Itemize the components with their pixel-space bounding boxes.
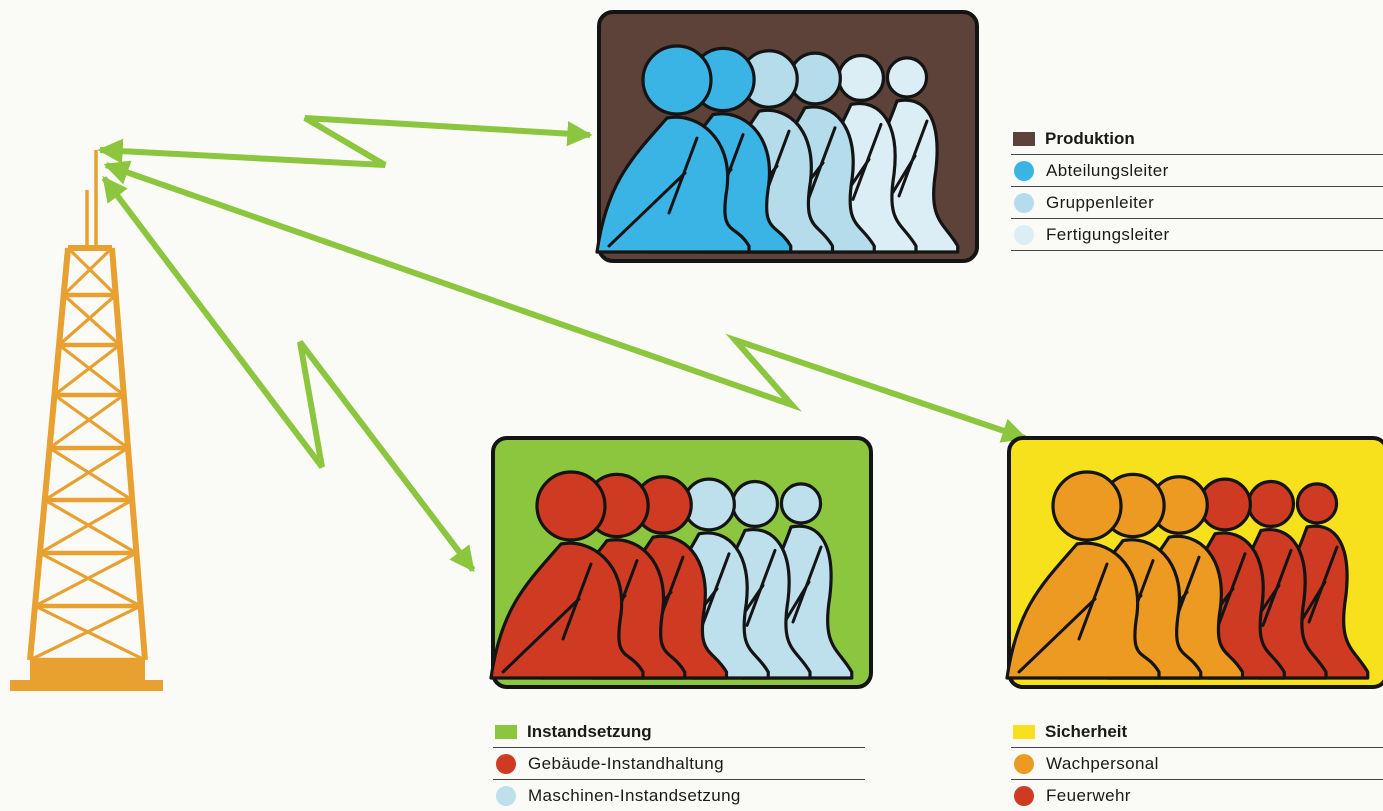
radio-link-instandsetzung xyxy=(101,175,476,573)
legend-label: Gruppenleiter xyxy=(1046,192,1155,212)
legend-title: Sicherheit xyxy=(1045,722,1128,741)
legend-instandsetzung: Instandsetzung Gebäude-Instandhaltung Ma… xyxy=(493,717,865,811)
legend-swatch xyxy=(495,725,517,739)
person-figure xyxy=(489,470,645,680)
legend-dot xyxy=(1014,160,1034,181)
legend-label: Wachpersonal xyxy=(1046,753,1159,773)
legend-label: Abteilungsleiter xyxy=(1046,160,1169,180)
legend-dot xyxy=(1014,753,1034,774)
legend-sicherheit: Sicherheit Wachpersonal Feuerwehr xyxy=(1011,717,1383,811)
panel-sicherheit xyxy=(1005,436,1383,689)
legend-item: Abteilungsleiter xyxy=(1011,155,1383,187)
person-figure xyxy=(1005,470,1161,680)
legend-swatch xyxy=(1013,725,1035,739)
legend-item: Feuerwehr xyxy=(1011,780,1383,811)
legend-dot xyxy=(1014,224,1034,245)
radio-link-sicherheit xyxy=(103,160,1028,443)
legend-title: Instandsetzung xyxy=(527,722,652,741)
legend-item: Gebäude-Instandhaltung xyxy=(493,748,865,780)
legend-item: Fertigungsleiter xyxy=(1011,219,1383,251)
legend-title: Produktion xyxy=(1045,129,1135,148)
legend-header: Instandsetzung xyxy=(493,717,865,748)
panel-instandsetzung xyxy=(489,436,873,689)
legend-dot xyxy=(1014,785,1034,806)
legend-item: Wachpersonal xyxy=(1011,748,1383,780)
legend-header: Sicherheit xyxy=(1011,717,1383,748)
legend-produktion: Produktion Abteilungsleiter Gruppenleite… xyxy=(1011,124,1383,251)
radio-link-produktion xyxy=(97,115,593,168)
legend-dot xyxy=(496,753,516,774)
legend-item: Maschinen-Instandsetzung xyxy=(493,780,865,811)
legend-swatch xyxy=(1013,132,1035,146)
legend-item: Gruppenleiter xyxy=(1011,187,1383,219)
radio-tower xyxy=(10,150,163,691)
panel-produktion xyxy=(595,10,979,263)
legend-dot xyxy=(496,785,516,806)
legend-dot xyxy=(1014,192,1034,213)
person-figure xyxy=(595,44,751,254)
legend-label: Gebäude-Instandhaltung xyxy=(528,753,724,773)
legend-label: Fertigungsleiter xyxy=(1046,224,1170,244)
legend-header: Produktion xyxy=(1011,124,1383,155)
legend-label: Maschinen-Instandsetzung xyxy=(528,785,741,805)
legend-label: Feuerwehr xyxy=(1046,785,1131,805)
